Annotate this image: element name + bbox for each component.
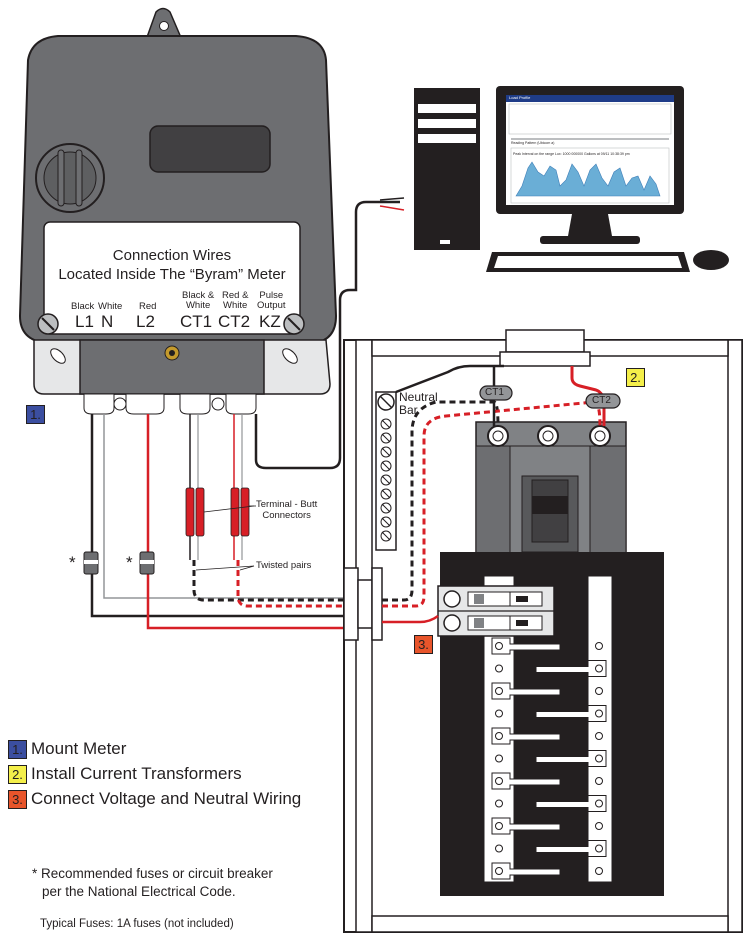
terminal-ct2-wire-color: Red & White: [222, 290, 249, 311]
butt-connectors: [185, 487, 256, 571]
bus-stab: [491, 862, 603, 880]
bus-stab: [491, 637, 603, 655]
cables: [83, 197, 405, 630]
bus-stab: [495, 705, 607, 722]
terminal-n-wire-color: White: [98, 301, 123, 312]
twisted-pairs-label: Twisted pairs: [256, 560, 312, 571]
bus-stab: [491, 682, 603, 700]
legend-step-1: 1. Mount Meter: [8, 738, 126, 760]
meter-title-line1: Connection Wires: [112, 247, 232, 264]
terminal-kz-function: Pulse Output: [257, 290, 286, 311]
screen-chart-caption: Peak Interval on the range Lux: 1000 000…: [513, 152, 630, 156]
bus-stab: [495, 750, 607, 767]
computer: [414, 86, 729, 272]
terminal-n-code: N: [101, 312, 114, 331]
ct1-label: CT1: [485, 387, 504, 398]
legend-badge-1: 1.: [8, 739, 27, 759]
step-3-badge: 3.: [414, 635, 433, 654]
fuse-note-line2: per the National Electrical Code.: [42, 884, 236, 899]
terminal-ct2-code: CT2: [218, 312, 251, 331]
legend-badge-2: 2.: [8, 764, 27, 784]
butt-connectors-label: Terminal - Butt Connectors: [256, 499, 318, 521]
legend-badge-3: 3.: [8, 789, 27, 809]
terminal-kz-code: KZ: [259, 312, 281, 331]
legend-label-1: Mount Meter: [31, 739, 127, 758]
terminal-l2-wire-color: Red: [139, 301, 157, 312]
bus-stab: [495, 840, 607, 857]
terminal-ct1-code: CT1: [180, 312, 213, 331]
legend-label-3: Connect Voltage and Neutral Wiring: [31, 789, 302, 808]
terminal-l1-wire-color: Black: [71, 301, 95, 312]
byram-meter: [18, 7, 338, 415]
meter-title-line2: Located Inside The “Byram” Meter: [58, 266, 286, 283]
step-2-badge: 2.: [626, 368, 645, 387]
bus-stab: [495, 795, 607, 812]
ct2-label: CT2: [592, 395, 611, 406]
terminal-l1-code: L1: [75, 312, 94, 331]
ct2-sensor: [585, 393, 621, 409]
fuse-asterisk-l1: *: [69, 553, 76, 572]
current-transformers: [479, 385, 621, 409]
legend-step-3: 3. Connect Voltage and Neutral Wiring: [8, 788, 301, 810]
screen-section: Reading Pattern (Ubicom a): [511, 141, 555, 145]
screen-title: Load Profile: [509, 95, 531, 100]
bus-stab: [495, 660, 607, 677]
neutral-bar-label: Neutral Bar: [399, 390, 438, 417]
terminal-ct1-wire-color: Black & White: [182, 290, 215, 311]
step-1-badge: 1.: [26, 405, 45, 424]
legend-step-2: 2. Install Current Transformers: [8, 763, 242, 785]
legend-label-2: Install Current Transformers: [31, 764, 242, 783]
bus-stab: [491, 817, 603, 835]
bus-stab: [491, 727, 603, 745]
terminal-l2-code: L2: [136, 312, 155, 331]
fuse-asterisk-l2: *: [126, 553, 133, 572]
fuse-note-line1: * Recommended fuses or circuit breaker: [32, 866, 273, 881]
electrical-panel: [343, 329, 743, 933]
typical-fuses-note: Typical Fuses: 1A fuses (not included): [40, 918, 234, 930]
ct1-sensor: [479, 385, 513, 401]
bus-stab: [491, 772, 603, 790]
